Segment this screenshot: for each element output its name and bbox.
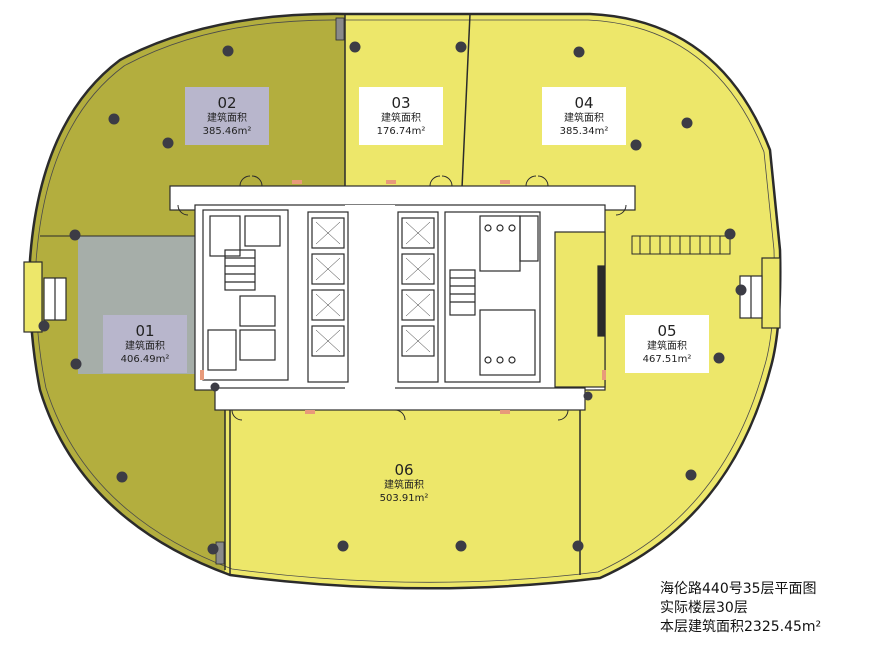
caption-title: 海伦路440号35层平面图 [660,581,817,597]
unit-area: 503.91m² [379,493,429,504]
unit-label-05: 05 建筑面积 467.51m² [625,315,709,373]
caption-total-area: 本层建筑面积2325.45m² [660,619,822,635]
unit-caption: 建筑面积 [381,113,421,124]
unit-area: 385.46m² [202,126,252,137]
partition-03-04 [461,13,471,189]
unit-area: 406.49m² [120,354,170,365]
unit-caption: 建筑面积 [564,113,604,124]
unit-number: 03 [391,94,411,112]
unit-number: 06 [394,461,414,479]
unit-area: 176.74m² [376,126,426,137]
columns [38,41,747,555]
unit-caption: 建筑面积 [647,341,687,352]
unit-doors [177,175,627,421]
core-right-rooms [444,211,541,383]
unit-area: 467.51m² [642,354,692,365]
unit-number: 01 [135,322,155,340]
plan-caption: 海伦路440号35层平面图 实际楼层30层 本层建筑面积2325.45m² [660,580,821,637]
unit-02-area [29,13,345,190]
entrance-west [23,261,67,333]
unit-caption: 建筑面积 [125,341,165,352]
building-core [169,185,636,411]
core-service-room [554,231,606,388]
unit-label-01: 01 建筑面积 406.49m² [103,315,187,373]
unit-number: 05 [657,322,677,340]
unit-label-04: 04 建筑面积 385.34m² [542,87,626,145]
unit-area: 385.34m² [559,126,609,137]
unit-label-03: 03 建筑面积 176.74m² [359,87,443,145]
caption-floor: 实际楼层30层 [660,600,748,616]
unit-label-06: 06 建筑面积 503.91m² [362,454,446,512]
elevator-bank-right [397,211,439,383]
core-left-rooms [202,209,289,381]
unit-number: 04 [574,94,594,112]
unit-caption: 建筑面积 [384,480,424,491]
unit-caption: 建筑面积 [207,113,247,124]
entrance-east [739,257,781,329]
unit-number: 02 [217,94,237,112]
elevator-bank-left [307,211,349,383]
door-markers [200,180,606,414]
feature-stair [631,235,731,255]
unit-label-02: 02 建筑面积 385.46m² [185,87,269,145]
